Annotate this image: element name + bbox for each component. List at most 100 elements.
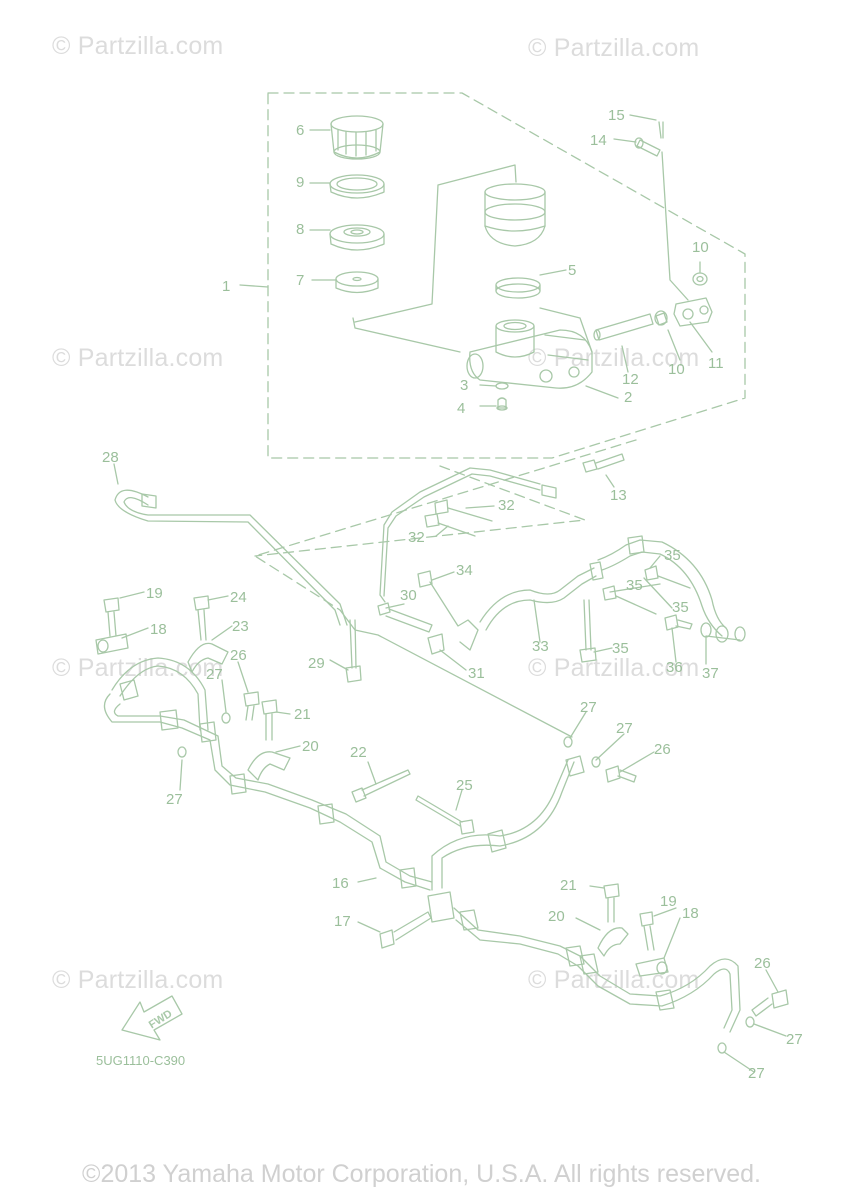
watermark: © Partzilla.com <box>52 32 224 60</box>
reservoir-band <box>495 277 541 299</box>
hose-right <box>597 535 727 637</box>
bracket-23 <box>187 642 229 673</box>
bolt-24 <box>193 595 210 641</box>
washer-27-right <box>591 756 601 768</box>
clevis-pin <box>634 137 661 157</box>
callout-7: 7 <box>296 272 304 289</box>
callout-32-lower: 32 <box>408 529 425 546</box>
push-rod <box>593 310 668 341</box>
reservoir <box>484 183 546 247</box>
float <box>335 271 379 294</box>
callout-9: 9 <box>296 174 304 191</box>
callout-34: 34 <box>456 562 473 579</box>
bleed-screw-4 <box>496 397 508 411</box>
callout-21-left: 21 <box>294 706 311 723</box>
callout-26-left: 26 <box>230 647 247 664</box>
bolt-34 <box>417 570 479 651</box>
callout-21-right: 21 <box>560 877 577 894</box>
callout-20-left: 20 <box>302 738 319 755</box>
callout-35-a: 35 <box>664 547 681 564</box>
callout-28: 28 <box>102 449 119 466</box>
callout-10-upper: 10 <box>692 239 709 256</box>
leader-lines <box>352 164 517 353</box>
bolt-21-left <box>261 699 278 741</box>
washer-27-left-b <box>177 746 187 758</box>
callout-13: 13 <box>610 487 627 504</box>
callout-3: 3 <box>460 377 468 394</box>
callout-8: 8 <box>296 221 304 238</box>
copyright-notice: ©2013 Yamaha Motor Corporation, U.S.A. A… <box>82 1160 761 1188</box>
clamp-32-upper <box>434 499 493 522</box>
callout-27-e: 27 <box>786 1031 803 1048</box>
callout-25: 25 <box>456 777 473 794</box>
watermark: © Partzilla.com <box>528 966 700 994</box>
cable-tie-25 <box>415 795 475 835</box>
cap-plate <box>329 174 385 199</box>
clamp-35-a <box>644 565 691 589</box>
callout-26-right: 26 <box>654 741 671 758</box>
washer-3 <box>495 382 509 390</box>
callout-30: 30 <box>400 587 417 604</box>
clip-18-right <box>635 957 669 977</box>
hose-33 <box>479 561 604 631</box>
callout-16: 16 <box>332 875 349 892</box>
washers-37 <box>700 622 746 643</box>
reservoir-cap <box>330 115 384 160</box>
cotter-pin <box>658 121 664 139</box>
three-way-joint <box>427 755 585 923</box>
callout-29: 29 <box>308 655 325 672</box>
watermark: © Partzilla.com <box>528 654 700 682</box>
callout-6: 6 <box>296 122 304 139</box>
nut-10-upper <box>692 272 708 286</box>
callout-11: 11 <box>708 355 724 372</box>
callout-26-lower: 26 <box>754 955 771 972</box>
callout-2: 2 <box>624 389 632 406</box>
diagram-code: 5UG1110-C390 <box>96 1053 185 1068</box>
clip-18-left <box>95 633 129 655</box>
callout-27-d: 27 <box>616 720 633 737</box>
bolt-19-right <box>639 911 655 951</box>
clamp-32-lower <box>424 513 476 537</box>
watermark: © Partzilla.com <box>528 344 700 372</box>
callout-27-a: 27 <box>166 791 183 808</box>
callout-33: 33 <box>532 638 549 655</box>
master-cylinder <box>466 307 593 389</box>
callout-12: 12 <box>622 371 639 388</box>
cable-tie-22 <box>351 769 411 803</box>
bolt-19-left <box>103 597 120 637</box>
bolt-17 <box>379 911 432 949</box>
callout-14: 14 <box>590 132 607 149</box>
watermark: © Partzilla.com <box>52 966 224 994</box>
callout-37: 37 <box>702 665 719 682</box>
callout-15: 15 <box>608 107 625 124</box>
bolt-26-right <box>605 765 637 783</box>
washer-27-left-a <box>221 712 231 724</box>
bolt-35-c <box>579 599 597 663</box>
bracket-20-left <box>247 751 291 781</box>
callout-10-lower: 10 <box>668 361 685 378</box>
clamp-35-b <box>602 585 657 615</box>
callout-35-d: 35 <box>612 640 629 657</box>
callout-31: 31 <box>468 665 485 682</box>
callout-27-c: 27 <box>580 699 597 716</box>
bolt-29 <box>345 619 362 683</box>
washer-27-mid <box>563 736 573 748</box>
callout-18-right: 18 <box>682 905 699 922</box>
callout-32-upper: 32 <box>498 497 515 514</box>
pin-leader <box>661 151 689 301</box>
washer-27-lower-b <box>717 1042 727 1054</box>
brake-hose-16 <box>103 657 433 891</box>
bolt-13 <box>582 453 625 473</box>
watermark: © Partzilla.com <box>52 344 224 372</box>
callout-18-left: 18 <box>150 621 167 638</box>
callout-19-left: 19 <box>146 585 163 602</box>
callout-17: 17 <box>334 913 351 930</box>
bolt-26-lower <box>751 989 789 1017</box>
callout-24: 24 <box>230 589 247 606</box>
callout-22: 22 <box>350 744 367 761</box>
assembly-frame <box>254 92 746 611</box>
bracket-31 <box>427 633 445 655</box>
callout-23: 23 <box>232 618 249 635</box>
